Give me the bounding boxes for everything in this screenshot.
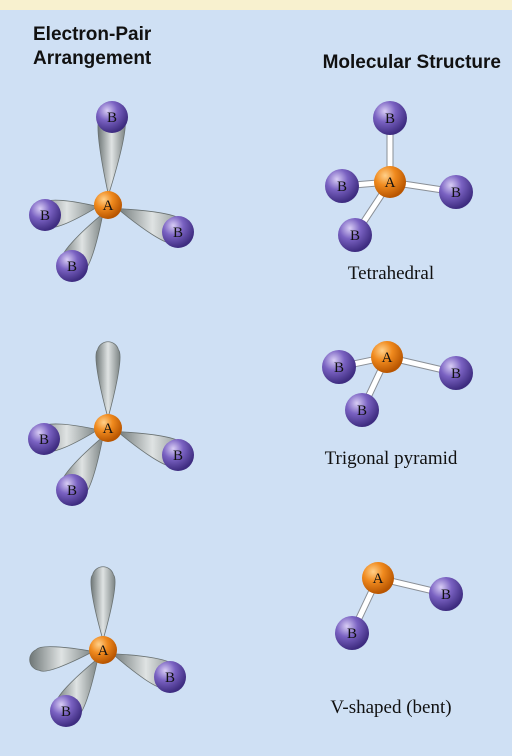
molecular-structure-header: Molecular Structure [322, 52, 501, 73]
caption-trigonal-pyramid: Trigonal pyramid [324, 448, 458, 469]
molecule-outer-r2-1: B [439, 356, 473, 390]
molecule-outer-r1-2-label: B [451, 185, 461, 201]
molecule-outer-r1-2-sphere [439, 175, 473, 209]
molecule-outer-r1-3: B [338, 218, 372, 252]
molecule-central-r2-sphere [371, 341, 403, 373]
molecule-outer-r3-0: B [429, 577, 463, 611]
molecule-outer-r2-1-label: B [451, 366, 461, 382]
molecule-outer-r3-1-sphere [335, 616, 369, 650]
molecule-central-r2-label: A [382, 350, 393, 366]
top-strip [0, 0, 512, 10]
outer-atom-r1-0: B [96, 101, 128, 133]
molecule-outer-r2-2-sphere [345, 393, 379, 427]
central-atom-r1-label: A [103, 198, 114, 214]
molecule-outer-r2-0: B [322, 350, 356, 384]
outer-atom-r1-0-label: B [107, 110, 117, 126]
caption-tetrahedral: Tetrahedral [347, 263, 435, 284]
lobe-lonepair-r3-top [90, 566, 116, 642]
molecule-outer-r3-0-label: B [441, 587, 451, 603]
molecule-central-r1-label: A [385, 175, 396, 191]
electron-pair-header: Electron-Pair Arrangement [33, 23, 151, 71]
molecule-central-r3-label: A [373, 571, 384, 587]
molecule-outer-r1-1-sphere [325, 169, 359, 203]
lobe-lonepair-r3-left [29, 646, 95, 672]
molecule-outer-r1-0-label: B [385, 111, 395, 127]
outer-atom-r2-1: B [162, 439, 194, 471]
molecule-outer-r3-1-label: B [347, 626, 357, 642]
central-atom-r1: A [94, 191, 122, 219]
outer-atom-r1-0-sphere [96, 101, 128, 133]
molecule-central-r2: A [371, 341, 403, 373]
outer-atom-r1-2-sphere [162, 216, 194, 248]
outer-atom-r2-0: B [28, 423, 60, 455]
central-atom-r3: A [89, 636, 117, 664]
outer-atom-r3-1-label: B [61, 704, 71, 720]
central-atom-r2-label: A [103, 421, 114, 437]
outer-atom-r1-1-label: B [40, 208, 50, 224]
outer-atom-r2-1-sphere [162, 439, 194, 471]
molecule-outer-r3-0-sphere [429, 577, 463, 611]
outer-atom-r3-0-label: B [165, 670, 175, 686]
outer-atom-r1-1-sphere [29, 199, 61, 231]
outer-atom-r2-2-sphere [56, 474, 88, 506]
molecule-outer-r1-2: B [439, 175, 473, 209]
molecule-central-r1-sphere [374, 166, 406, 198]
outer-atom-r3-1-sphere [50, 695, 82, 727]
electron-pair-header-line1: Electron-Pair [33, 24, 152, 45]
outer-atom-r3-0-sphere [154, 661, 186, 693]
outer-atom-r3-0: B [154, 661, 186, 693]
central-atom-r1-sphere [94, 191, 122, 219]
outer-atom-r1-3-label: B [67, 259, 77, 275]
central-atom-r2: A [94, 414, 122, 442]
outer-atom-r1-2-label: B [173, 225, 183, 241]
molecule-outer-r2-0-sphere [322, 350, 356, 384]
lobe-lonepair-r2 [95, 341, 121, 420]
outer-atom-r2-1-label: B [173, 448, 183, 464]
outer-atom-r1-1: B [29, 199, 61, 231]
molecule-central-r1: A [374, 166, 406, 198]
molecule-outer-r1-1: B [325, 169, 359, 203]
outer-atom-r2-0-sphere [28, 423, 60, 455]
molecule-central-r3: A [362, 562, 394, 594]
central-atom-r3-sphere [89, 636, 117, 664]
electron-pair-header-line2: Arrangement [33, 48, 152, 69]
molecule-outer-r1-3-label: B [350, 228, 360, 244]
caption-v-shaped: V-shaped (bent) [330, 697, 452, 718]
molecule-outer-r2-2-label: B [357, 403, 367, 419]
molecule-outer-r1-1-label: B [337, 179, 347, 195]
molecule-outer-r2-0-label: B [334, 360, 344, 376]
molecule-outer-r1-0: B [373, 101, 407, 135]
outer-atom-r2-2-label: B [67, 483, 77, 499]
outer-atom-r2-0-label: B [39, 432, 49, 448]
molecule-outer-r1-3-sphere [338, 218, 372, 252]
outer-atom-r3-1: B [50, 695, 82, 727]
outer-atom-r1-3: B [56, 250, 88, 282]
central-atom-r3-label: A [98, 643, 109, 659]
outer-atom-r2-2: B [56, 474, 88, 506]
molecule-outer-r2-2: B [345, 393, 379, 427]
molecule-outer-r2-1-sphere [439, 356, 473, 390]
central-atom-r2-sphere [94, 414, 122, 442]
molecule-outer-r3-1: B [335, 616, 369, 650]
outer-atom-r1-3-sphere [56, 250, 88, 282]
molecule-central-r3-sphere [362, 562, 394, 594]
outer-atom-r1-2: B [162, 216, 194, 248]
molecule-outer-r1-0-sphere [373, 101, 407, 135]
